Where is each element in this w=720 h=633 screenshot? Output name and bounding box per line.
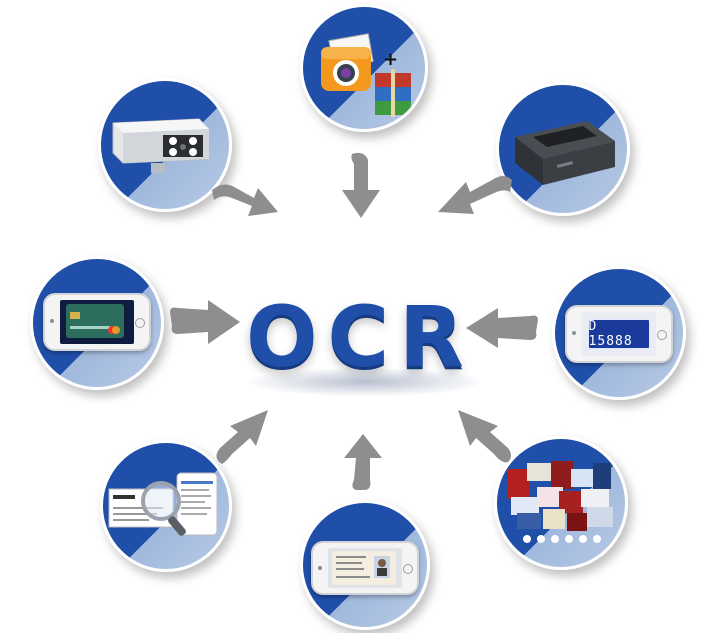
license-plate-text: D 15888	[587, 319, 651, 349]
svg-text:+: +	[383, 49, 398, 70]
ocr-title: OCR	[246, 288, 474, 386]
phone-home-button	[134, 317, 145, 328]
phone-license-plate-badge: D 15888	[552, 266, 686, 400]
photo-archive-badge: +	[300, 4, 428, 132]
phone-camera-icon	[50, 319, 55, 324]
ocr-shadow	[250, 368, 480, 396]
id-documents-badge	[494, 436, 628, 570]
arrow-from-id-card-icon	[344, 434, 382, 490]
arrow-from-business-card-icon	[216, 410, 268, 464]
phone-camera-icon	[572, 331, 577, 336]
arrow-from-camera-icon	[212, 184, 278, 216]
id-documents-collage-icon	[507, 461, 613, 543]
arrow-from-scanner-icon	[438, 176, 512, 214]
phone-bank-card-icon	[43, 293, 151, 351]
phone-bank-card-badge	[30, 256, 164, 390]
phone-screen	[327, 548, 403, 588]
phone-camera-icon	[318, 565, 323, 570]
phone-id-card-badge	[300, 500, 430, 630]
arrow-from-documents-icon	[458, 410, 511, 463]
business-card-badge	[100, 440, 232, 572]
document-scanner-icon	[515, 121, 615, 185]
surveillance-camera-icon	[112, 118, 210, 173]
phone-home-button	[656, 329, 667, 340]
arrow-from-bank-card-icon	[170, 300, 240, 344]
business-card-magnifier-icon	[108, 472, 218, 536]
phone-license-plate-icon: D 15888	[565, 305, 673, 363]
document-scanner-badge	[496, 82, 630, 216]
phone-screen	[59, 300, 135, 344]
phone-id-card-icon	[311, 541, 419, 595]
phone-screen: D 15888	[581, 312, 657, 356]
surveillance-camera-badge	[98, 78, 232, 212]
arrow-from-license-plate-icon	[466, 308, 538, 348]
photo-archive-icon: +	[321, 33, 411, 117]
arrow-from-photos-icon	[342, 152, 380, 218]
phone-home-button	[402, 564, 413, 574]
